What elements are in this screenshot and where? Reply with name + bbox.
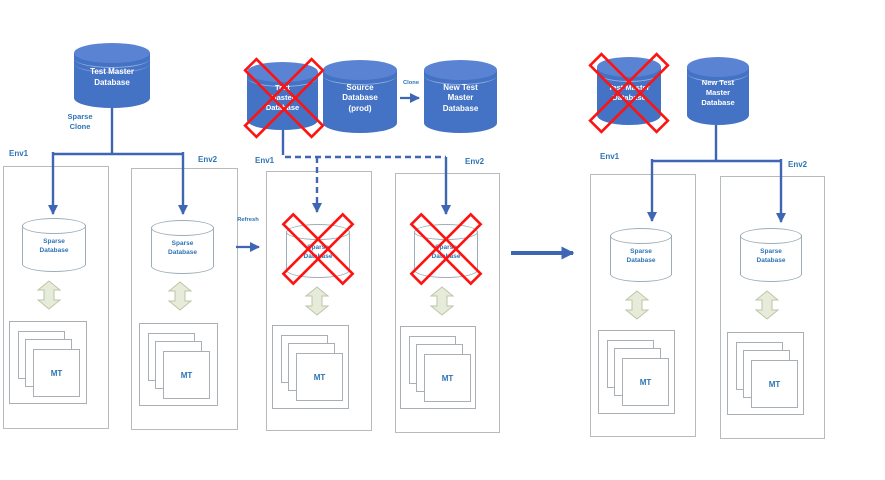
stage2-env1-mt-stack: MT [272,325,349,409]
stacked-square-front: MT [622,358,669,406]
stage2-old-test-master-database-cylinder: Test Master Database [247,62,318,130]
stage3-env2-sparse-database-cylinder: Sparse Database [740,228,802,282]
clone-label: Clone [402,80,420,86]
cylinder-label: Test Master Database [608,83,650,102]
cylinder-label: Sparse Database [431,244,461,260]
mt-label: MT [639,377,652,387]
stage1-env2-label: Env2 [198,155,218,164]
cylinder-label: Test Master Database [90,67,134,87]
refresh-label: Refresh [237,217,259,223]
stage1-test-master-database-cylinder: Test Master Database [74,43,150,108]
stage3-split-connector [652,125,781,163]
cylinder-label: New Test Master Database [442,82,479,113]
stage1-env1-label: Env1 [9,149,29,158]
mt-label: MT [180,370,193,380]
cylinder-top [151,220,214,236]
stacked-square-front: MT [751,360,798,408]
stage3-env2-label: Env2 [788,160,808,169]
cylinder-label: Sparse Database [39,238,69,254]
stacked-square-front: MT [296,353,343,401]
stage1-env1-mt-stack: MT [9,321,87,404]
cylinder-label: Sparse Database [756,248,786,264]
stage3-old-test-master-database-cylinder: Test Master Database [597,57,661,125]
stage2-dashed-connector [281,149,446,159]
stage2-env2-mt-stack: MT [400,326,476,409]
cylinder-label: Source Database (prod) [342,82,378,113]
cylinder-ridge [74,54,150,73]
sparse-clone-label: Sparse Clone [67,112,93,131]
stage3-env1-sparse-database-cylinder: Sparse Database [610,228,672,282]
mt-label: MT [441,373,454,383]
stage2-env1-label: Env1 [255,156,275,165]
stage2-env2-sparse-database-cylinder: Sparse Database [414,224,478,278]
cylinder-label: New Test Master Database [701,78,735,107]
stage3-env1-label: Env1 [600,152,620,161]
stage2-new-test-master-database-cylinder: New Test Master Database [424,60,497,133]
cylinder-ridge [424,66,497,85]
stage3-env2-mt-stack: MT [727,332,804,415]
cylinder-label: Sparse Database [303,244,333,260]
cylinder-ridge [323,66,397,85]
stage1-env2-sparse-database-cylinder: Sparse Database [151,220,214,274]
cylinder-top [610,228,672,244]
stage3-new-test-master-database-cylinder: New Test Master Database [687,57,749,125]
stacked-square-front: MT [33,349,80,397]
cylinder-label: Sparse Database [168,240,197,256]
mt-label: MT [50,368,63,378]
mt-label: MT [768,379,781,389]
cylinder-label: Sparse Database [626,248,656,264]
cylinder-top [740,228,802,244]
stage1-env2-mt-stack: MT [139,323,218,406]
stage2-env2-label: Env2 [465,157,485,166]
stage2-env1-sparse-database-cylinder: Sparse Database [286,224,350,278]
cylinder-top [22,218,86,234]
stacked-square-front: MT [163,351,210,399]
stage1-env1-sparse-database-cylinder: Sparse Database [22,218,86,272]
stage3-env1-mt-stack: MT [598,330,675,414]
stage2-source-database-cylinder: Source Database (prod) [323,60,397,133]
mt-label: MT [313,372,326,382]
cylinder-label: Test Master Database [265,83,300,112]
cylinder-ridge [687,63,749,82]
stacked-square-front: MT [424,354,471,402]
